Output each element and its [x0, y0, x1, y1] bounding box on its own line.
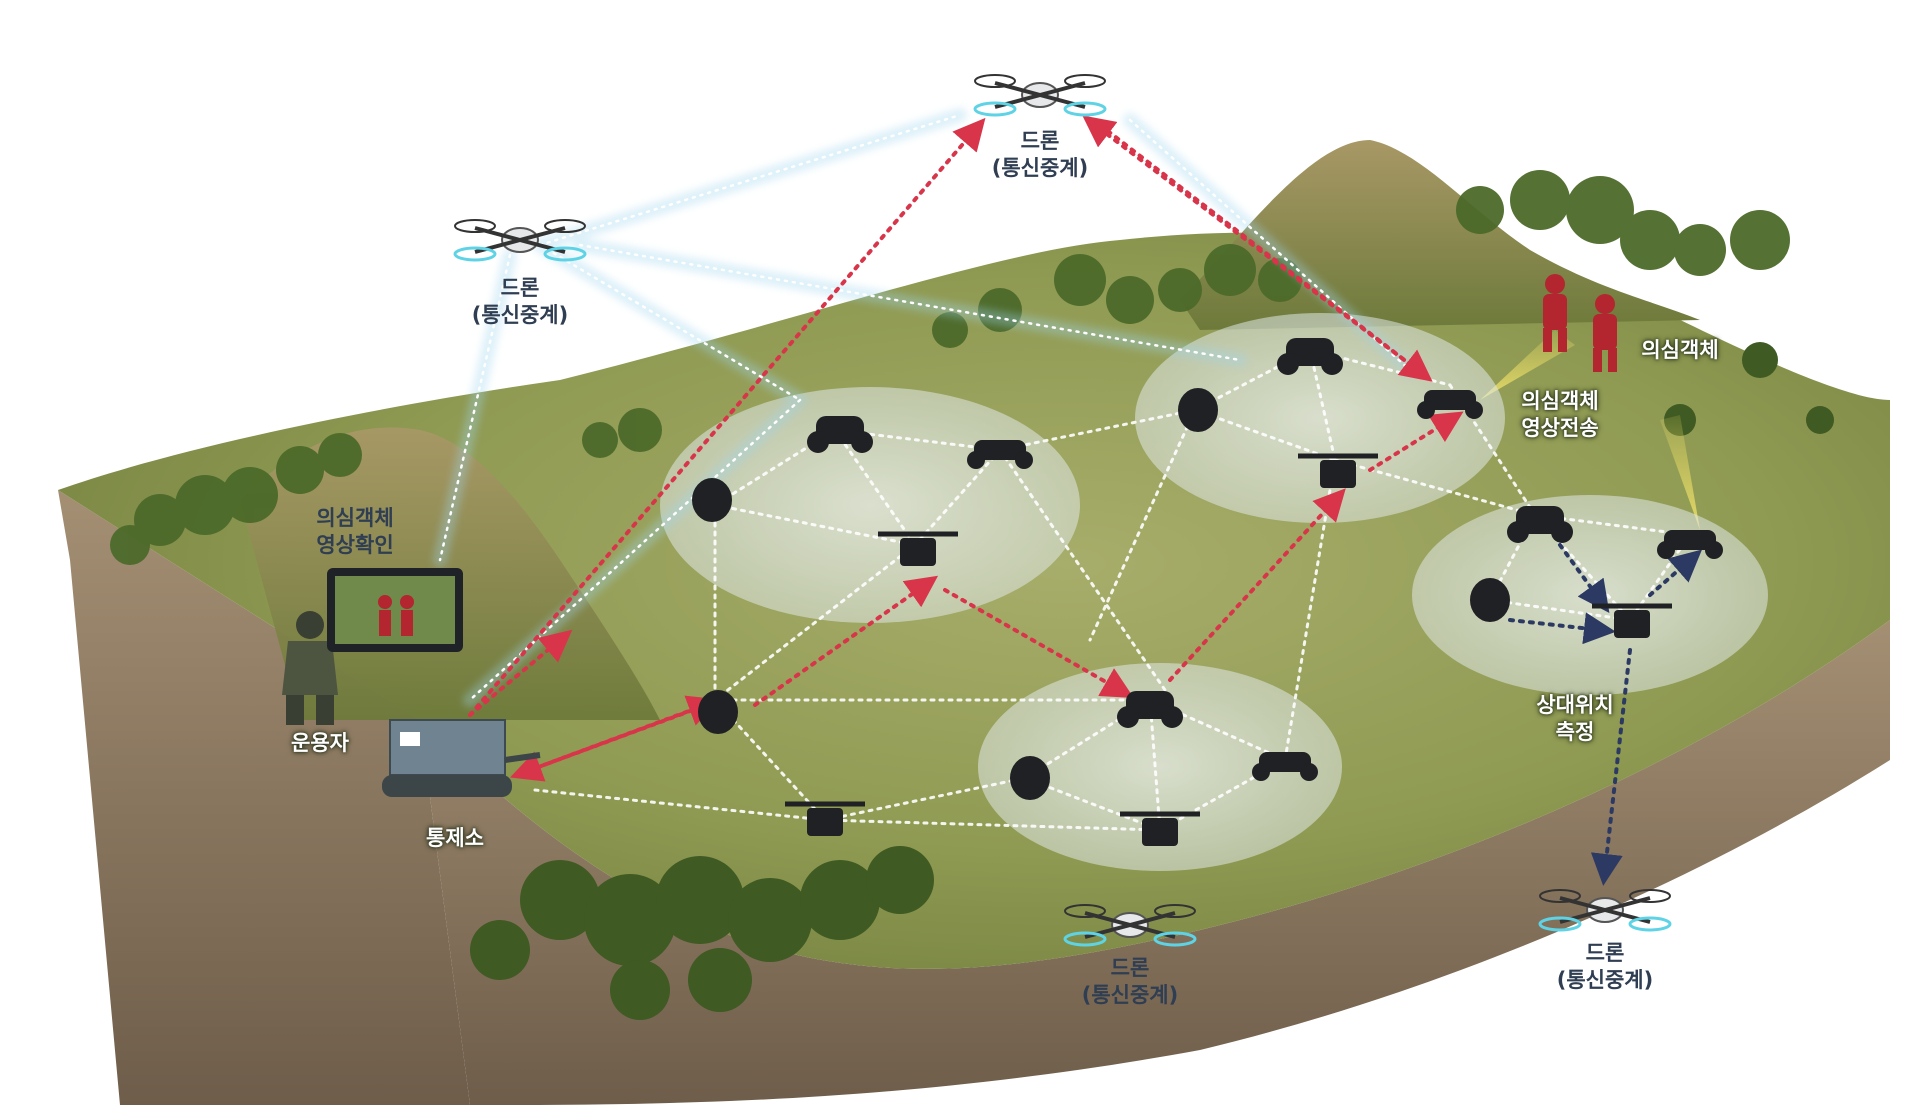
ugv-robot-icon: [1507, 506, 1573, 543]
label-suspect-object: 의심객체: [1641, 338, 1719, 362]
ugv-robot-icon: [1252, 752, 1318, 781]
ugv-robot-icon: [1120, 811, 1200, 846]
soil-front-side: [420, 620, 1890, 1105]
quadcopter-icon: [1538, 889, 1672, 932]
quadcopter-icon: [1063, 904, 1197, 947]
ugv-robot-icon: [878, 531, 958, 566]
red-links: [468, 115, 1464, 782]
ugv-robot-icon: [967, 440, 1033, 469]
ugv-robot-icon: [1010, 756, 1050, 800]
ugv-robot-icon: [1470, 578, 1510, 622]
soldier-icon: [282, 611, 338, 725]
quadcopter-icon: [973, 74, 1107, 117]
soil-left-side: [58, 490, 470, 1105]
ugv-robot-icon: [698, 690, 738, 734]
tree-clusters: [110, 170, 1834, 1020]
label-control-station: 통제소: [426, 826, 484, 850]
quadcopter-icon: [453, 219, 587, 262]
navy-links: [1508, 543, 1703, 886]
label-suspect-video-check: 의심객체 영상확인: [316, 506, 394, 557]
ugv-robot-icon: [1178, 388, 1218, 432]
label-drone-bottom-center: 드론 (통신중계): [1081, 956, 1179, 1007]
cluster-right: [1412, 495, 1768, 695]
monitor-icon: [327, 568, 463, 652]
ugv-robot-icon: [1117, 691, 1183, 728]
ugv-robot-icon: [1277, 338, 1343, 375]
ugv-robot-icon: [807, 416, 873, 453]
enemy-soldier-icon: [1543, 274, 1617, 372]
control-vehicle-icon: [382, 719, 541, 797]
label-drone-top-left: 드론 (통신중계): [471, 276, 569, 327]
label-drone-bottom-right: 드론 (통신중계): [1556, 941, 1654, 992]
ugv-robot-icon: [1417, 390, 1483, 419]
ugv-robot-icon: [1592, 603, 1672, 638]
ugv-robot-icon: [1298, 453, 1378, 488]
label-relative-position: 상대위치 측정: [1536, 693, 1614, 744]
relay-drones: [453, 74, 1672, 947]
ground-robots: [692, 338, 1723, 846]
ugv-robot-icon: [1657, 530, 1723, 559]
cluster-bottom: [978, 663, 1342, 871]
label-suspect-video-transmit: 의심객체 영상전송: [1521, 389, 1599, 440]
label-operator: 운용자: [291, 731, 349, 755]
label-drone-top-center: 드론 (통신중계): [991, 129, 1089, 180]
ugv-robot-icon: [785, 801, 865, 836]
ugv-robot-icon: [692, 478, 732, 522]
